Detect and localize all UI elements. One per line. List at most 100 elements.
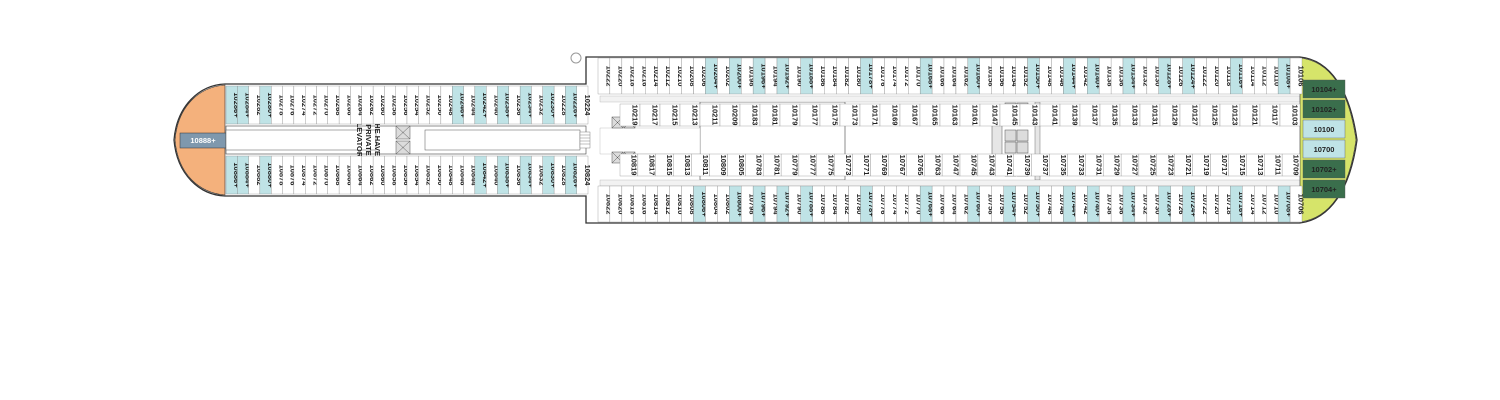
cabin-number: 10738	[1106, 194, 1115, 215]
cabin-10143[interactable]: 10143	[1019, 103, 1041, 127]
cabin-10723[interactable]: 10723	[1156, 153, 1176, 177]
cabin-10743[interactable]: 10743	[977, 153, 996, 177]
haven-elevators-label: THE HAVEN PRIVATE ELEVATORS	[355, 118, 382, 163]
cabin-10813[interactable]: 10813	[673, 153, 692, 177]
cabin-10213[interactable]: 10213	[679, 103, 701, 127]
cabin-10709[interactable]: 10709	[1281, 153, 1301, 177]
cabin-10777[interactable]: 10777	[798, 153, 818, 177]
stairs-aft	[579, 131, 591, 149]
cabin-number: 10230+	[549, 92, 558, 118]
cabin-10715[interactable]: 10715	[1228, 153, 1247, 177]
cabin-10171[interactable]: 10171	[859, 103, 881, 127]
cabin-10771[interactable]: 10771	[852, 153, 872, 177]
cabin-10173[interactable]: 10173	[839, 103, 861, 127]
cabin-10745[interactable]: 10745	[959, 153, 978, 177]
cabin-10137[interactable]: 10137	[1079, 103, 1101, 127]
bow-cabin-10104-plus[interactable]: 10104+	[1302, 79, 1346, 99]
cabin-10731[interactable]: 10731	[1085, 153, 1104, 177]
cabin-10183[interactable]: 10183	[739, 103, 761, 127]
cabin-10811[interactable]: 10811	[691, 153, 710, 177]
cabin-10145[interactable]: 10145	[999, 103, 1021, 127]
cabin-10165[interactable]: 10165	[919, 103, 941, 127]
cabin-number: 10762	[962, 194, 971, 215]
cabin-10737[interactable]: 10737	[1031, 153, 1050, 177]
cabin-10129[interactable]: 10129	[1159, 103, 1181, 127]
cabin-10106[interactable]: 10106	[1289, 57, 1306, 95]
cabin-10819[interactable]: 10819	[619, 153, 638, 177]
cabin-box	[576, 85, 589, 125]
cabin-10733[interactable]: 10733	[1067, 153, 1086, 177]
cabin-10729[interactable]: 10729	[1103, 153, 1122, 177]
cabin-10127[interactable]: 10127	[1179, 103, 1201, 127]
cabin-10824[interactable]: 10824	[576, 155, 592, 195]
cabin-10809[interactable]: 10809	[709, 153, 728, 177]
cabin-number: 10176	[879, 66, 888, 87]
cabin-10805[interactable]: 10805	[727, 153, 746, 177]
cabin-10767[interactable]: 10767	[888, 153, 907, 177]
cabin-10775[interactable]: 10775	[816, 153, 836, 177]
cabin-10711[interactable]: 10711	[1264, 153, 1283, 177]
cabin-10147[interactable]: 10147	[979, 103, 1001, 127]
bow-cabin-10700[interactable]: 10700	[1302, 139, 1346, 159]
cabin-10783[interactable]: 10783	[745, 153, 764, 177]
cabin-10706[interactable]: 10706	[1289, 185, 1306, 223]
cabin-number: 10832	[538, 165, 547, 186]
bow-cabin-box	[1302, 119, 1346, 139]
cabin-10211[interactable]: 10211	[699, 103, 721, 127]
cabin-10725[interactable]: 10725	[1138, 153, 1158, 177]
cabin-10103[interactable]: 10103	[1279, 103, 1301, 127]
cabin-number: 10282	[255, 95, 264, 116]
cabin-10769[interactable]: 10769	[870, 153, 890, 177]
cabin-number: 10811	[701, 155, 710, 175]
cabin-10179[interactable]: 10179	[779, 103, 801, 127]
cabin-10719[interactable]: 10719	[1192, 153, 1212, 177]
cabin-10169[interactable]: 10169	[879, 103, 901, 127]
cabin-10773[interactable]: 10773	[834, 153, 854, 177]
cabin-10741[interactable]: 10741	[995, 153, 1014, 177]
cabin-number: 10180	[855, 66, 864, 87]
cabin-10167[interactable]: 10167	[899, 103, 921, 127]
cabin-10727[interactable]: 10727	[1120, 153, 1140, 177]
cabin-10717[interactable]: 10717	[1210, 153, 1230, 177]
cabin-10177[interactable]: 10177	[799, 103, 821, 127]
cabin-10131[interactable]: 10131	[1139, 103, 1161, 127]
cabin-10763[interactable]: 10763	[924, 153, 943, 177]
bow-cabin-10704-plus[interactable]: 10704+	[1302, 179, 1346, 199]
cabin-10163[interactable]: 10163	[939, 103, 961, 127]
cabin-number: 10162	[962, 66, 971, 87]
cabin-10121[interactable]: 10121	[1239, 103, 1261, 127]
aft-center-cabin[interactable]: 10888+	[190, 136, 216, 145]
cabin-number: 10790	[795, 194, 804, 215]
cabin-10779[interactable]: 10779	[780, 153, 800, 177]
bow-cabin-10702-plus[interactable]: 10702+	[1302, 159, 1346, 179]
bow-cabin-10102-plus[interactable]: 10102+	[1302, 99, 1346, 119]
cabin-10117[interactable]: 10117	[1259, 103, 1281, 127]
cabin-10139[interactable]: 10139	[1059, 103, 1081, 127]
cabin-10209[interactable]: 10209	[719, 103, 741, 127]
cabin-number: 10756	[998, 194, 1007, 215]
cabin-10123[interactable]: 10123	[1219, 103, 1241, 127]
cabin-10735[interactable]: 10735	[1049, 153, 1068, 177]
cabin-10125[interactable]: 10125	[1199, 103, 1221, 127]
cabin-10133[interactable]: 10133	[1119, 103, 1141, 127]
cabin-10815[interactable]: 10815	[655, 153, 674, 177]
cabin-number: 10286+	[232, 92, 241, 118]
cabin-10217[interactable]: 10217	[639, 103, 661, 127]
cabin-10224[interactable]: 10224	[576, 85, 592, 125]
cabin-10739[interactable]: 10739	[1013, 153, 1032, 177]
cabin-10747[interactable]: 10747	[941, 153, 961, 177]
cabin-number: 10214	[652, 66, 661, 88]
cabin-10141[interactable]: 10141	[1039, 103, 1061, 127]
cabin-10135[interactable]: 10135	[1099, 103, 1121, 127]
cabin-10215[interactable]: 10215	[659, 103, 681, 127]
cabin-10817[interactable]: 10817	[637, 153, 656, 177]
bow-cabin-10100[interactable]: 10100	[1302, 119, 1346, 139]
cabin-10219[interactable]: 10219	[619, 103, 641, 127]
cabin-10161[interactable]: 10161	[959, 103, 981, 127]
cabin-10181[interactable]: 10181	[759, 103, 781, 127]
cabin-10765[interactable]: 10765	[906, 153, 925, 177]
cabin-10781[interactable]: 10781	[763, 153, 782, 177]
cabin-10175[interactable]: 10175	[819, 103, 841, 127]
cabin-10713[interactable]: 10713	[1246, 153, 1265, 177]
cabin-10721[interactable]: 10721	[1174, 153, 1194, 177]
